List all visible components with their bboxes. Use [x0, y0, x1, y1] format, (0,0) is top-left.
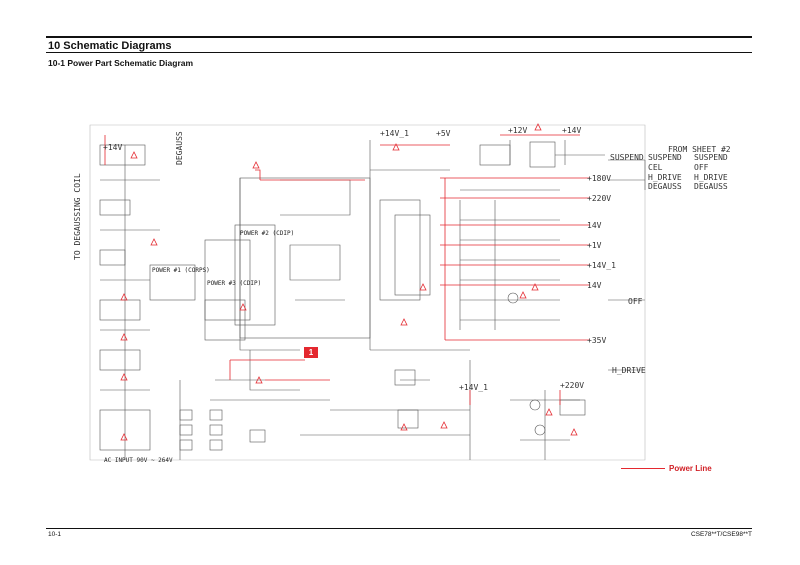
degaussing-coil-label: TO DEGAUSSING COIL: [73, 173, 82, 260]
header-rule: [46, 36, 752, 38]
net-label: H_DRIVE: [648, 173, 682, 182]
model-number: CSE78**T/CSE98**T: [690, 531, 752, 538]
rail-label: +14V_1: [587, 261, 616, 270]
rail-label: +14V: [562, 126, 581, 135]
net-label: OFF: [628, 297, 643, 306]
net-label: H_DRIVE: [612, 366, 646, 375]
net-label: FROM SHEET #2: [668, 145, 731, 154]
net-label-right: DEGAUSS: [694, 182, 728, 191]
legend-label: Power Line: [669, 464, 712, 473]
block-label: POWER #2 (CDIP): [240, 230, 294, 237]
legend-swatch: [621, 468, 665, 469]
rail-label: +14V_1: [380, 129, 409, 138]
rail-label: 14V: [587, 281, 602, 290]
rail-label: +220V: [587, 194, 611, 203]
ac-input-label: AC INPUT 90V ~ 264V: [104, 457, 173, 464]
net-label-right: H_DRIVE: [694, 173, 728, 182]
net-label-right: OFF: [694, 163, 709, 172]
block-label: POWER #1 (CORPS): [152, 267, 210, 274]
net-label: DEGAUSS: [648, 182, 682, 191]
rail-label: +1V: [587, 241, 602, 250]
subsection-title: 10-1 Power Part Schematic Diagram: [48, 58, 194, 68]
degauss-label: DEGAUSS: [175, 131, 184, 165]
rail-label: +5V: [436, 129, 451, 138]
page-number: 10-1: [48, 531, 62, 538]
rail-label: +12V: [508, 126, 527, 135]
net-label: CEL: [648, 163, 663, 172]
rail-label: +220V: [560, 381, 584, 390]
section-title: 10 Schematic Diagrams: [48, 40, 172, 52]
header-underline: [46, 52, 752, 53]
rail-label: +180V: [587, 174, 611, 183]
footer-rule: [46, 528, 752, 529]
net-label-right: SUSPEND: [694, 153, 728, 162]
rail-label: +35V: [587, 336, 606, 345]
rail-label: +14V_1: [459, 383, 488, 392]
net-label: SUSPEND: [610, 153, 644, 162]
net-label: SUSPEND: [648, 153, 682, 162]
rail-label: +14V: [103, 143, 122, 152]
rail-label: 14V: [587, 221, 602, 230]
block-label: POWER #3 (CDIP): [207, 280, 261, 287]
callout-marker: 1: [304, 347, 318, 358]
